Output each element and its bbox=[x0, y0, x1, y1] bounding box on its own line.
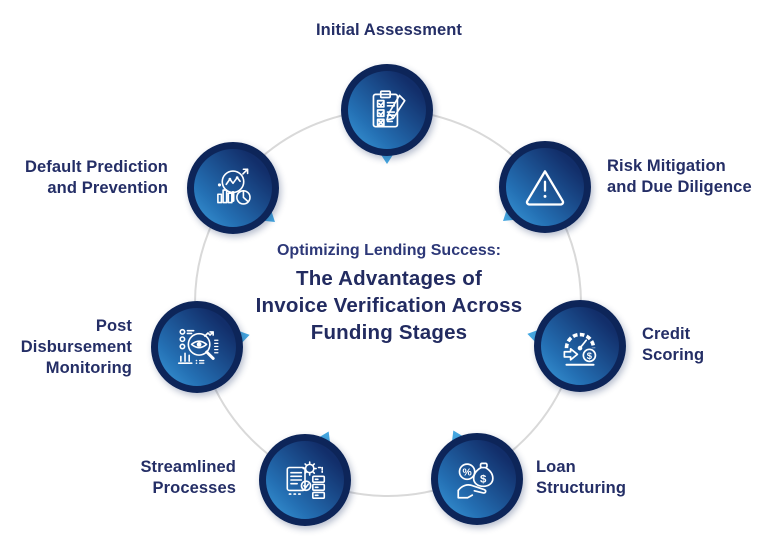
node-credit-scoring: $ bbox=[524, 300, 626, 392]
node-badge bbox=[151, 301, 243, 393]
node-badge: $ % bbox=[431, 433, 523, 525]
document-gear-workflow-icon bbox=[280, 455, 330, 505]
node-badge bbox=[341, 64, 433, 156]
warning-triangle-icon bbox=[520, 162, 570, 212]
node-badge bbox=[499, 141, 591, 233]
node-label-risk-mitigation: Risk Mitigation and Due Diligence bbox=[607, 157, 752, 196]
node-badge bbox=[259, 434, 351, 526]
diagram-center-text: Optimizing Lending Success: The Advantag… bbox=[229, 240, 549, 346]
node-risk-mitigation bbox=[494, 141, 591, 233]
node-label-default-prediction: Default Prediction and Prevention bbox=[25, 158, 168, 197]
clipboard-checklist-icon bbox=[362, 85, 412, 135]
hand-money-percent-icon: $ % bbox=[452, 454, 502, 504]
node-label-loan-structuring: Loan Structuring bbox=[536, 458, 627, 497]
svg-text:$: $ bbox=[480, 474, 487, 486]
eye-magnifier-analytics-icon bbox=[172, 322, 222, 372]
node-streamlined-processes bbox=[259, 425, 351, 526]
node-label-post-disbursement-monitoring: Post Disbursement Monitoring bbox=[20, 317, 132, 377]
node-label-credit-scoring: Credit Scoring bbox=[642, 325, 705, 364]
diagram-title: The Advantages of Invoice Verification A… bbox=[255, 267, 523, 344]
node-loan-structuring: $ % bbox=[431, 424, 523, 525]
node-badge bbox=[187, 142, 279, 234]
node-label-initial-assessment: Initial Assessment bbox=[315, 21, 463, 39]
node-badge: $ bbox=[534, 300, 626, 392]
node-initial-assessment bbox=[341, 64, 433, 164]
node-post-disbursement-monitoring bbox=[151, 301, 253, 393]
chart-magnifier-icon bbox=[208, 163, 258, 213]
node-default-prediction bbox=[187, 142, 284, 234]
svg-text:%: % bbox=[462, 467, 471, 478]
node-label-streamlined-processes: Streamlined Processes bbox=[140, 458, 236, 497]
diagram-subtitle: Optimizing Lending Success: bbox=[276, 242, 502, 259]
svg-text:$: $ bbox=[587, 351, 593, 361]
speedometer-dollar-icon: $ bbox=[555, 321, 605, 371]
